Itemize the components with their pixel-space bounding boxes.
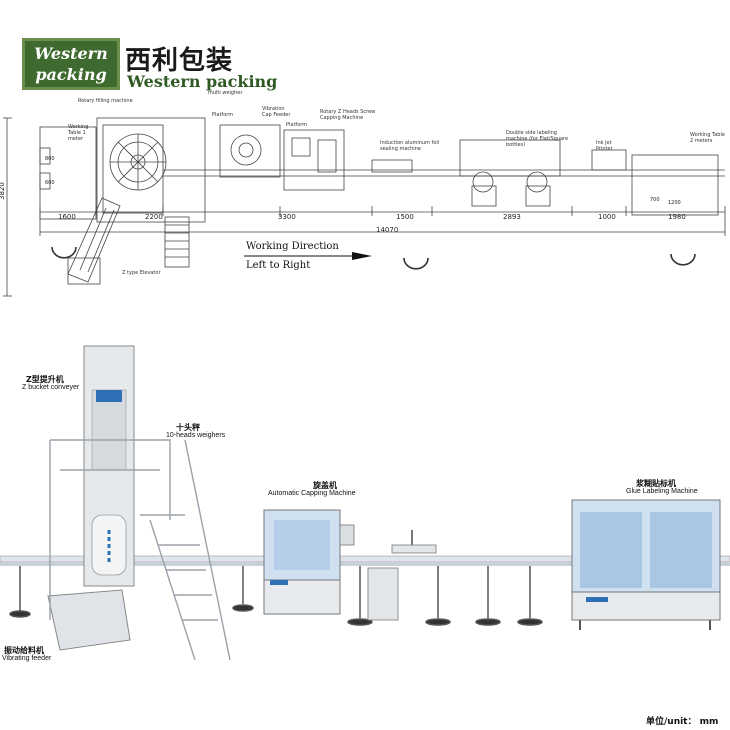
direction-line-2: Left to Right [246,260,311,271]
caster-icon [670,253,696,266]
label-vibration-cap-feeder: Vibration Cap Feeder [262,106,291,118]
induction-sealing-machine [367,530,437,621]
labeling-machine-outline [459,139,561,177]
dim-w5: 2893 [503,213,521,221]
weigher-label-cn: 十头秤 [176,423,200,432]
brand-logo: Western packing [22,38,120,90]
label-working-table-left: Working Table 1 meter [68,124,89,142]
capping-label-en: Automatic Capping Machine [268,490,356,497]
label-platform-top: Platform [212,112,234,118]
labeling-label-en: Glue Labeling Machine [626,488,698,495]
unit-note: 单位/unit： mm [646,717,719,727]
logo-english-name: Western packing [127,72,278,91]
z-bucket-label-cn: Z型提升机 [26,375,64,384]
dim-w2: 2200 [145,213,163,221]
label-induction-sealing: Induction aluminum foil sealing machine [380,140,440,152]
z-bucket-conveyor-machine [47,345,135,651]
logo-line-2: packing [35,65,107,84]
dim-w6: 1000 [598,213,616,221]
feeder-label-en: Vibrating feeder [2,655,52,662]
induction-sealer-outline [371,159,413,173]
capping-machine [263,509,355,615]
capping-label-cn: 旋盖机 [313,481,337,490]
labeling-label-cn: 浆糊贴标机 [636,479,676,488]
label-z-elevator: Z type Elevator [122,270,161,276]
dim-d2: 600 [45,180,55,186]
logo-line-1: Western [34,44,108,63]
label-working-table-right: Working Table 2 meters [690,132,725,144]
logo-chinese-name: 西利包装 [125,46,234,76]
working-direction-arrow [244,252,372,260]
label-ink-jet: Ink jet Printer [596,140,613,152]
feeder-label-cn: 振动给料机 [4,646,44,655]
weigher-label-en: 10-heads weighers [166,432,226,439]
label-double-side-labeling: Double side labeling machine (for Flat/S… [506,130,569,148]
dim-d4: 1200 [668,200,681,206]
cap-feeder-bowl [230,134,262,166]
dim-w7: 1980 [668,213,686,221]
working-table-right-outline [631,154,719,216]
label-rotary-capping: Rotary Z Heads Screw Capping Machine [320,109,376,121]
dim-d3: 700 [650,197,660,203]
z-bucket-label-en: Z bucket conveyer [22,384,80,391]
weigher-platform-frame [49,439,231,661]
conveyor-belt [0,555,730,566]
z-elevator-outline [67,197,121,283]
label-platform-mid: Platform [286,122,308,128]
dim-w4: 1500 [396,213,414,221]
dim-w3: 3300 [278,213,296,221]
label-rotary-filling: Rotary filling machine [78,98,133,104]
layout-plan-drawing [3,117,726,297]
dim-total: 14070 [376,226,399,234]
ink-jet-printer-outline [591,149,627,171]
glue-labeling-machine [571,499,721,630]
direction-line-1: Working Direction [246,241,339,252]
capping-machine-outline [283,129,345,191]
caster-icon [51,246,77,259]
dim-d1: 800 [45,156,55,162]
dim-w1: 1600 [58,213,76,221]
label-multi-weigher: multi weigher [208,90,243,96]
caster-icon [403,257,429,270]
